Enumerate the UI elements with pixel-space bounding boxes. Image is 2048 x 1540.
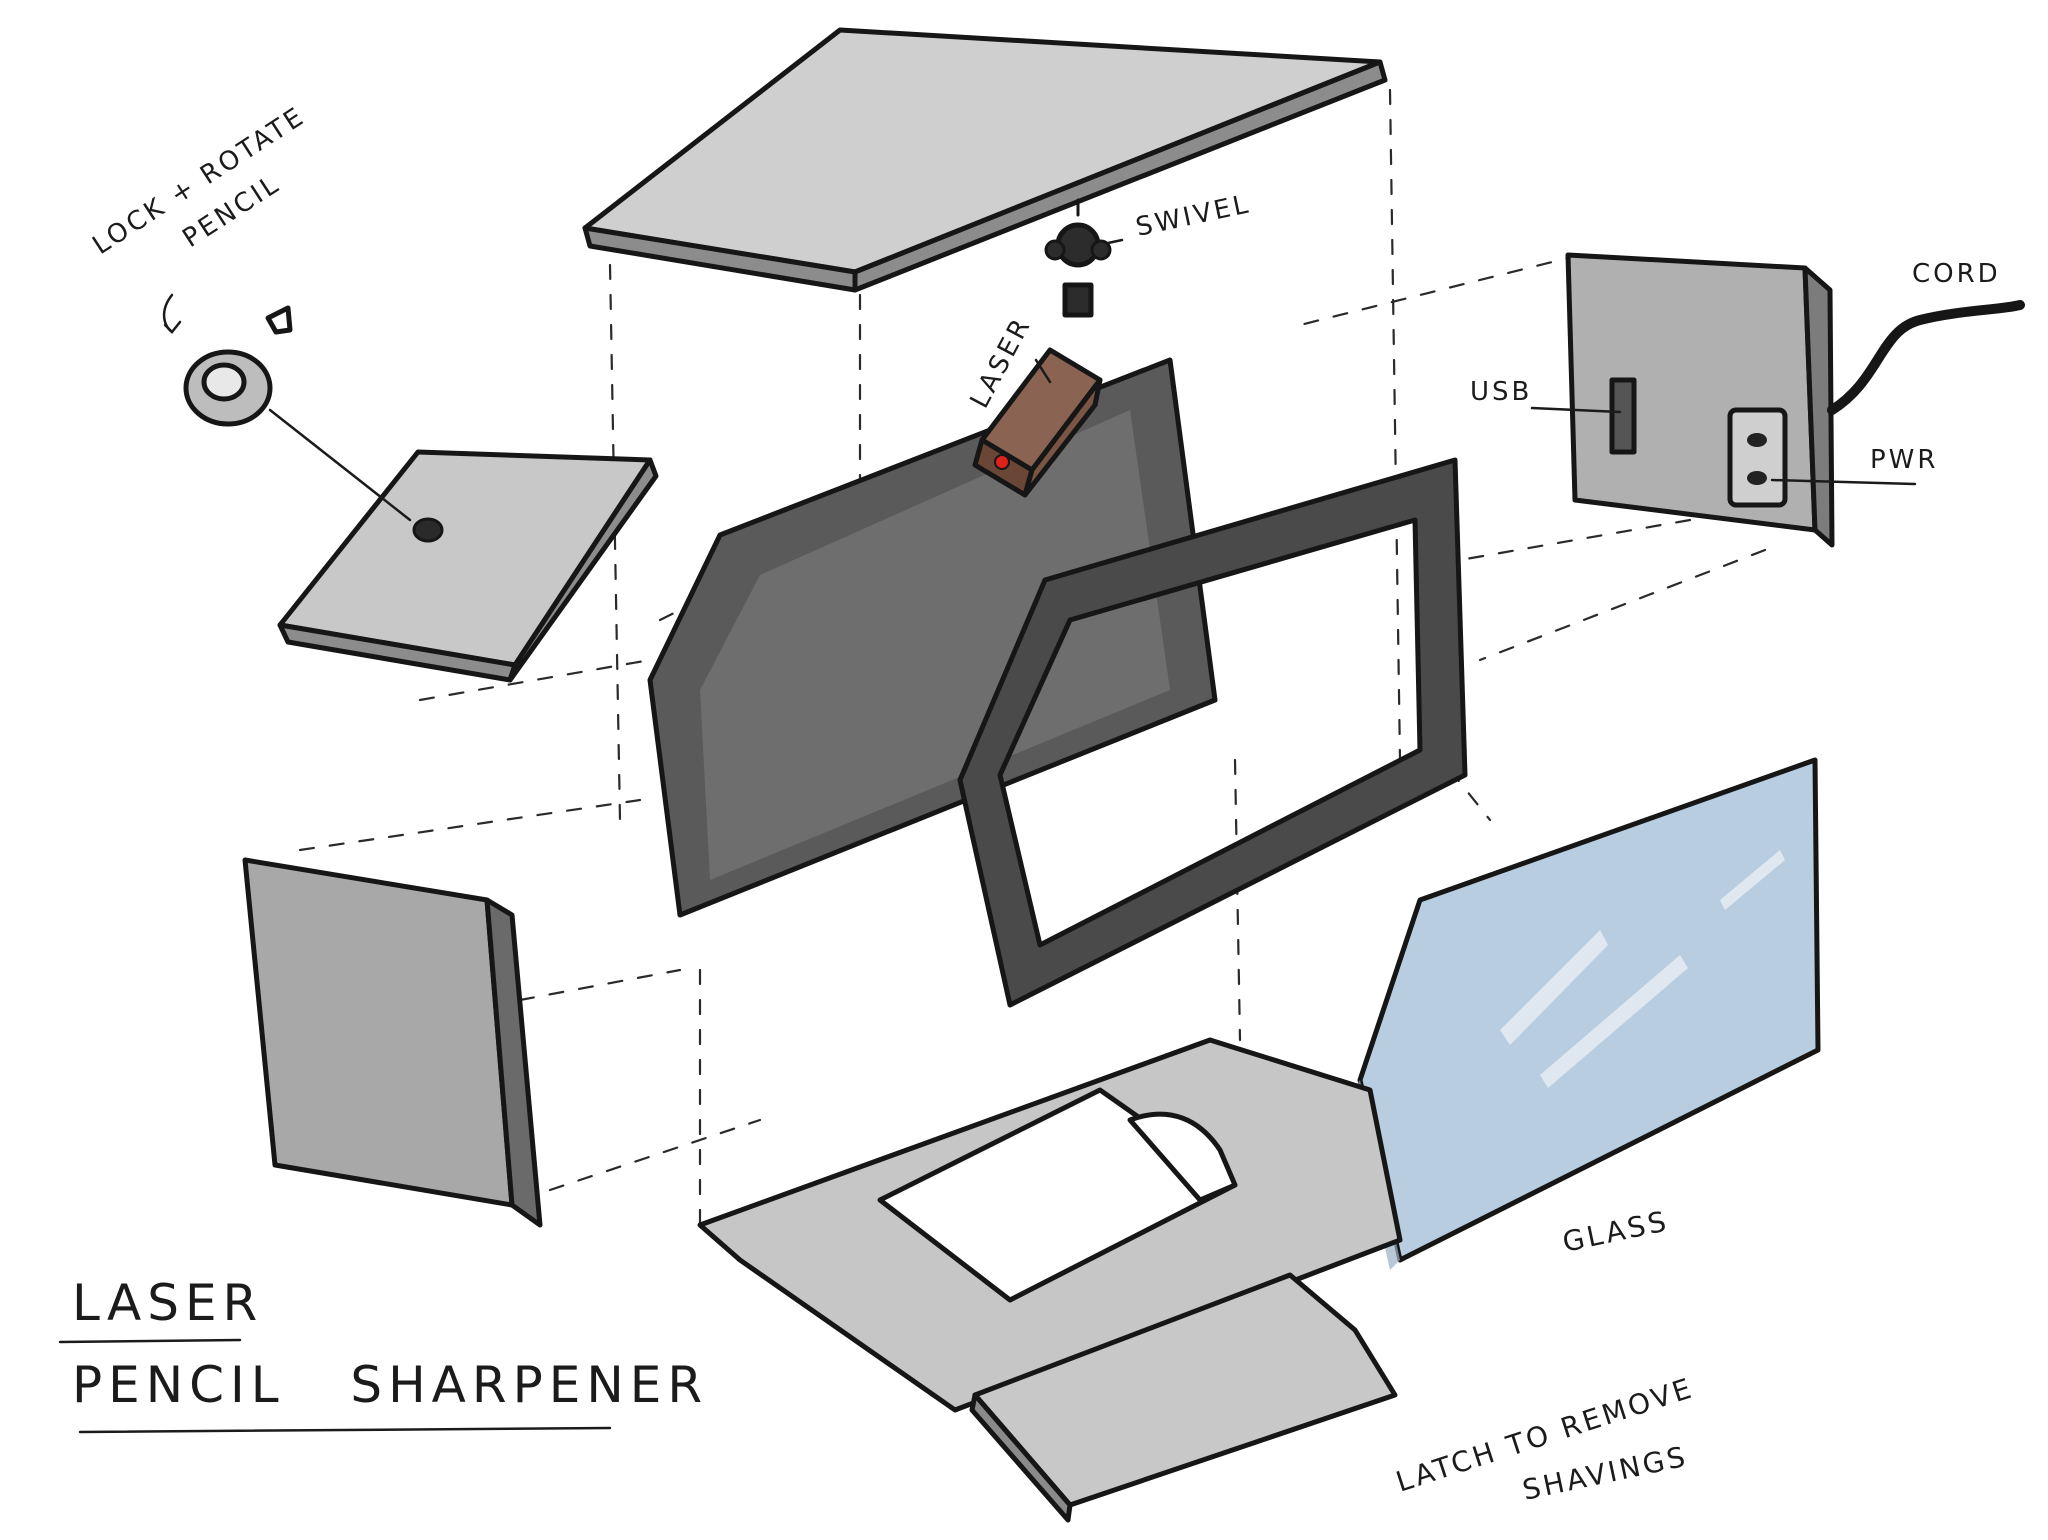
base-tray: [697, 1037, 1403, 1413]
front-window-frame: [957, 457, 1468, 1008]
usb-port: [1609, 377, 1637, 455]
back-plate-ports: [1565, 252, 2025, 548]
glass-panel: [1350, 757, 1821, 1270]
title-line1: Laser: [72, 1274, 263, 1332]
left-side-panel-with-hole: [277, 449, 659, 683]
power-socket: [1727, 407, 1788, 508]
top-lid-panel: [582, 27, 1388, 293]
power-cord: [1827, 300, 2025, 415]
label-swivel: Swivel: [1133, 189, 1253, 243]
title-line2: Pencil Sharpener: [72, 1356, 708, 1414]
left-front-panel: [242, 857, 543, 1228]
label-usb: USB: [1470, 377, 1532, 407]
label-pwr: PWR: [1870, 445, 1938, 475]
back-panel: [647, 357, 1218, 918]
assembly-guide-lines: [298, 88, 1767, 1242]
leader-lines: [162, 238, 1917, 522]
title-block: Laser Pencil Sharpener: [58, 1274, 708, 1434]
label-cord: Cord: [1912, 259, 2001, 289]
lock-rotate-knob: [183, 305, 293, 427]
shavings-drawer: [969, 1272, 1398, 1523]
laser-module: [972, 347, 1103, 498]
swivel-part: [1044, 198, 1112, 318]
label-glass: Glass: [1560, 1204, 1672, 1259]
